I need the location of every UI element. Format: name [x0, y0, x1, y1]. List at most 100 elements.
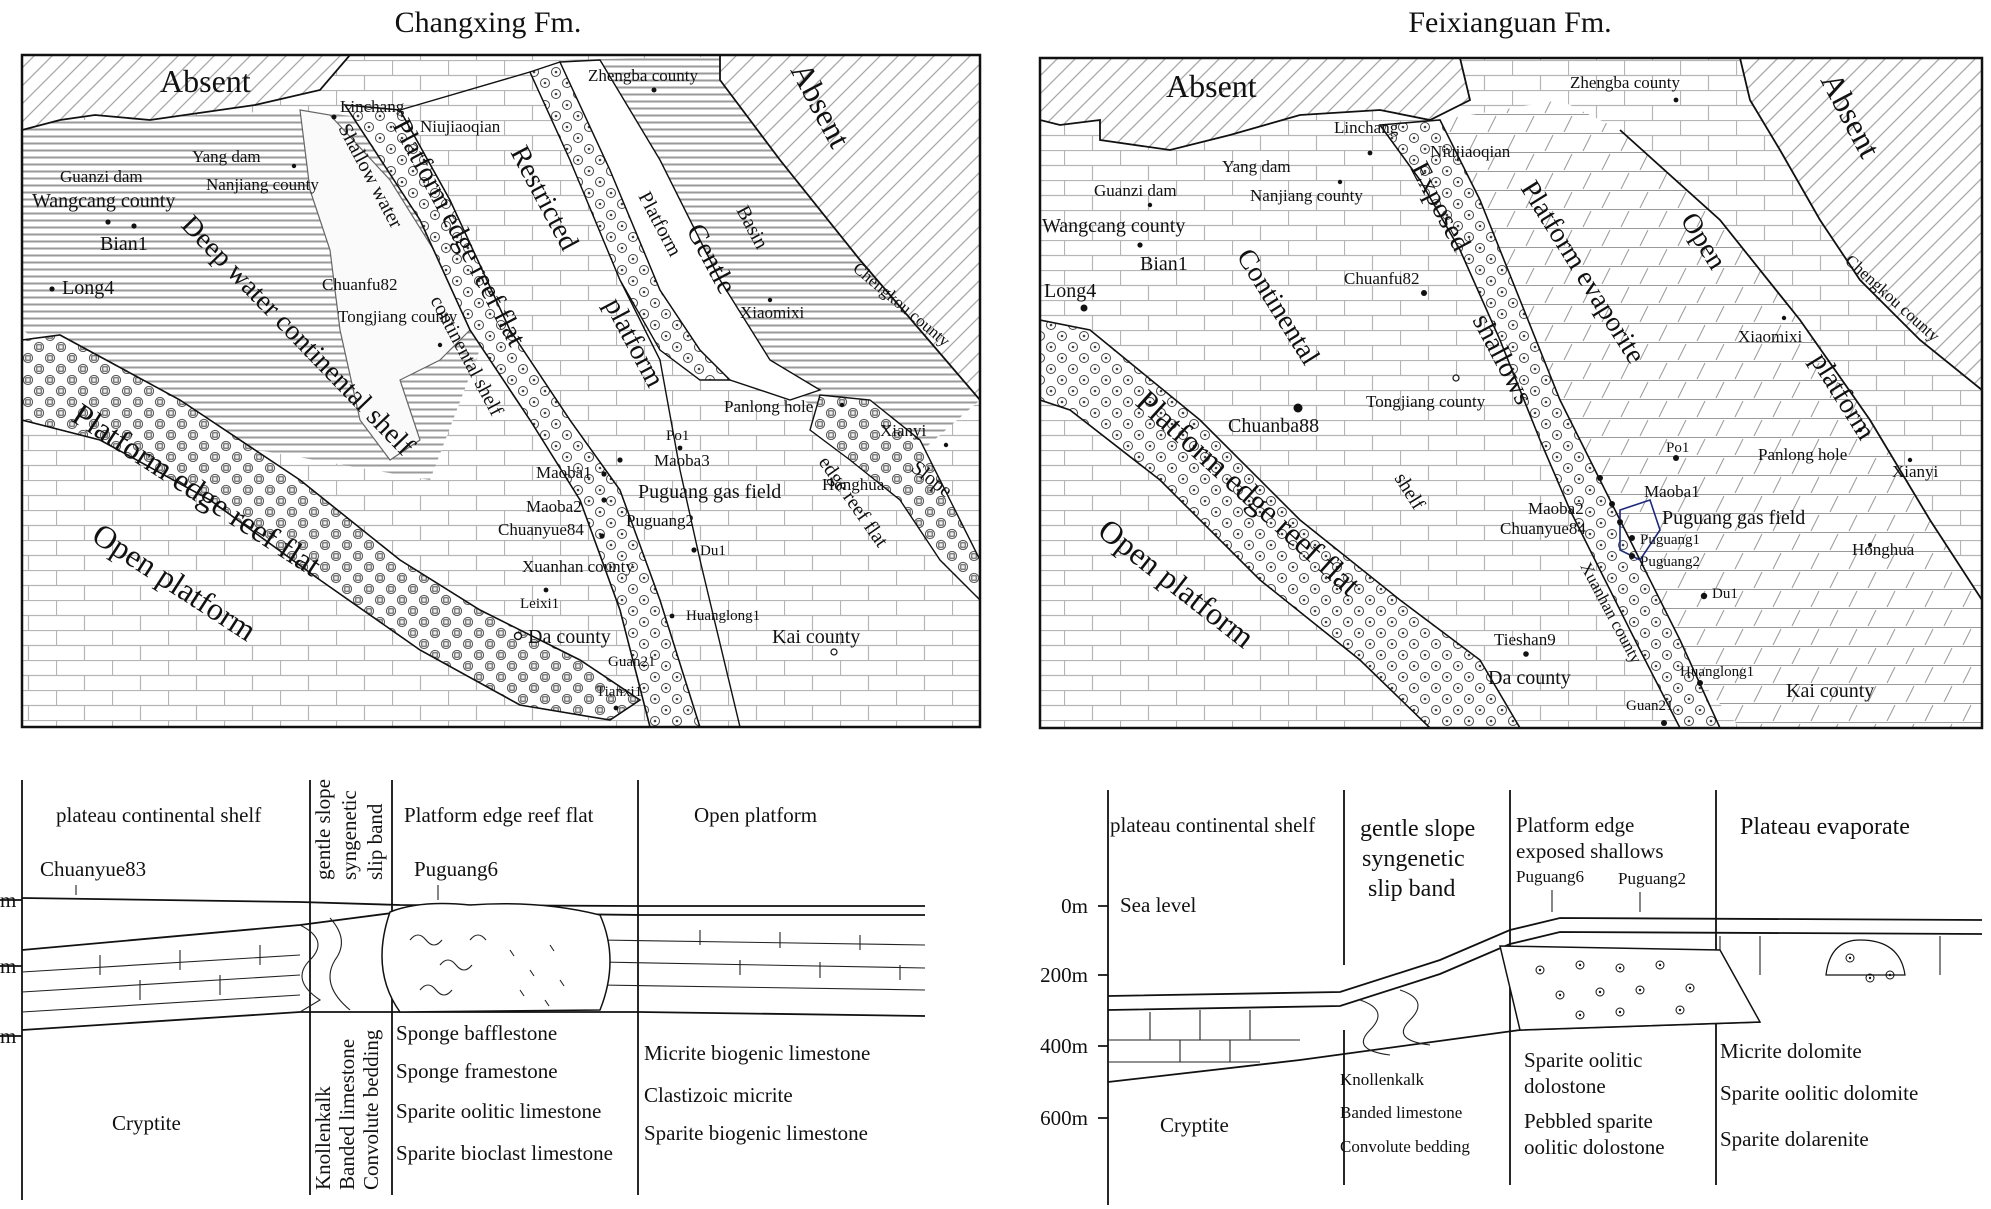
absent-nw-area — [22, 55, 350, 130]
right-place-tieshan9: Tieshan9 — [1494, 630, 1556, 649]
left-dot-maoba1 — [601, 471, 607, 477]
left-dot-du1 — [691, 547, 697, 553]
right-place-kai: Kai county — [1786, 680, 1874, 702]
right-sec-beds — [1108, 1039, 1300, 1063]
puguang-field-outline — [1619, 498, 1661, 562]
right-dot-tongjiang — [1452, 374, 1460, 382]
left-place-niujiaoqian: Niujiaoqian — [420, 117, 501, 136]
left-dot-chuanyue84 — [599, 533, 605, 539]
exposed-shallows-belt — [1378, 119, 1721, 728]
right-place-zhengba: Zhengba county — [1570, 73, 1680, 92]
left-sec-sealevel — [21, 897, 925, 907]
right-place-wangcang: Wangcang county — [1042, 215, 1185, 237]
left-sec-h2b: syngenetic — [337, 790, 361, 880]
left-map-frame — [20, 53, 982, 729]
left-sec-beds — [21, 939, 926, 1013]
right-section-dividers — [1343, 790, 1717, 1185]
right-dot-tieshan9 — [1523, 651, 1529, 657]
east-reef-belt — [809, 394, 980, 601]
right-dot-long4 — [1080, 304, 1088, 312]
left-sec-depth-ticks — [0, 899, 22, 1037]
left-place-maoba1: Maoba1 — [536, 463, 592, 482]
left-dot-bian1 — [131, 223, 137, 229]
right-dot-linchang — [1367, 150, 1373, 156]
left-section: plateau continental shelf gentle slope s… — [0, 779, 926, 1200]
right-dot-chuanfu82 — [1421, 290, 1427, 296]
left-sec-l3b: Sponge framestone — [396, 1059, 558, 1083]
right-place-chuanyue84: Chuanyue84 — [1500, 519, 1586, 538]
right-dot-chuanba88 — [1293, 403, 1303, 413]
right-sec-ooids — [1535, 953, 1895, 1020]
right-place-maoba1: Maoba1 — [1644, 482, 1700, 501]
left-dot-tongjiang — [437, 342, 443, 348]
right-place-chuanfu82: Chuanfu82 — [1344, 269, 1420, 288]
left-sec-w2: Puguang6 — [414, 857, 498, 881]
left-place-guan21: Guan21 — [608, 654, 656, 670]
right-absent-nw: Absent — [1166, 68, 1257, 104]
left-place-da: Da county — [528, 626, 611, 648]
left-sec-l2b: Banded limestone — [335, 1039, 359, 1190]
left-place-long4: Long4 — [62, 277, 114, 299]
left-place-huanglong1: Huanglong1 — [686, 608, 760, 624]
left-sec-d1: m — [0, 954, 16, 978]
left-place-honghua: Honghua — [822, 475, 885, 494]
absent-ne-boundary — [719, 55, 980, 401]
left-place-du1: Du1 — [700, 543, 726, 559]
right-dot-xiaomixi — [1781, 315, 1787, 321]
left-sec-w1: Chuanyue83 — [40, 857, 146, 881]
shallow-shelf-area — [299, 109, 471, 461]
right-sec-w2: Puguang2 — [1618, 869, 1686, 888]
right-sec-shoal — [1499, 945, 1762, 1031]
right-sec-well-ticks — [1551, 890, 1641, 912]
right-sec-depth-ticks — [1098, 905, 1108, 1119]
left-dot-maoba3 — [617, 457, 623, 463]
left-sec-l4a: Micrite biogenic limestone — [644, 1041, 870, 1065]
right-place-puguang1: Puguang1 — [1640, 532, 1700, 548]
evaporite-area — [1440, 100, 1982, 728]
left-dot-huanglong1 — [669, 613, 675, 619]
left-place-tianxi1: Tianxi1 — [596, 684, 642, 700]
right-absent-ne-boundary — [1739, 58, 1982, 391]
right-map-frame — [1038, 56, 1984, 730]
right-sec-h2b: syngenetic — [1362, 846, 1465, 872]
right-absent-nw-boundary — [1040, 58, 1472, 151]
right-place-long4: Long4 — [1044, 280, 1096, 302]
left-place-xianyi: Xianyi — [880, 421, 927, 440]
right-map-title: Feixianguan Fm. — [1408, 6, 1611, 39]
right-absent-ne-area — [1740, 58, 1982, 390]
left-map-title: Changxing Fm. — [395, 6, 582, 39]
right-sec-sealevel: Sea level — [1120, 893, 1197, 917]
left-dot-nanjiang — [291, 163, 297, 169]
right-place-du1: Du1 — [1712, 586, 1738, 602]
left-place-wangcang: Wangcang county — [32, 190, 175, 212]
left-dot-long4 — [49, 286, 55, 292]
right-sec-d2: 400m — [1040, 1034, 1088, 1058]
right-place-bian1: Bian1 — [1140, 253, 1188, 275]
left-dot-zhengba — [651, 87, 657, 93]
left-sec-h1: plateau continental shelf — [56, 803, 261, 827]
left-sec-slip — [299, 917, 351, 1013]
left-sec-l3d: Sparite bioclast limestone — [396, 1141, 613, 1165]
left-place-tongjiang: Tongjiang county — [338, 307, 458, 326]
right-map: Feixianguan Fm. Absent Absent Exposed sh… — [1038, 6, 1984, 730]
right-dot-po1 — [1673, 455, 1679, 461]
right-place-xianyi: Xianyi — [1892, 462, 1939, 481]
left-sec-well-ticks — [75, 885, 439, 900]
left-sec-bricks — [99, 930, 901, 1000]
lower-reef-belt — [22, 334, 642, 721]
right-sec-l2b: Banded limestone — [1340, 1103, 1462, 1122]
right-dot-du1 — [1700, 592, 1708, 600]
left-sec-l3a: Sponge bafflestone — [396, 1021, 557, 1045]
left-place-leixi1: Leixi1 — [520, 596, 559, 612]
right-place-chuanba88: Chuanba88 — [1228, 415, 1319, 437]
right-sec-w1: Puguang6 — [1516, 867, 1584, 886]
right-place-guan21: Guan21 — [1626, 698, 1674, 714]
left-dot-leixi1 — [543, 587, 549, 593]
left-place-zhengba: Zhengba county — [588, 66, 698, 85]
right-sec-l4c: Sparite dolarenite — [1720, 1127, 1869, 1151]
right-sec-d3: 600m — [1040, 1106, 1088, 1130]
gentle-slope-area — [558, 59, 822, 401]
right-sec-l3b: dolostone — [1524, 1074, 1606, 1098]
right-place-nanjiang: Nanjiang county — [1250, 186, 1363, 205]
left-dot-linchang — [331, 114, 337, 120]
